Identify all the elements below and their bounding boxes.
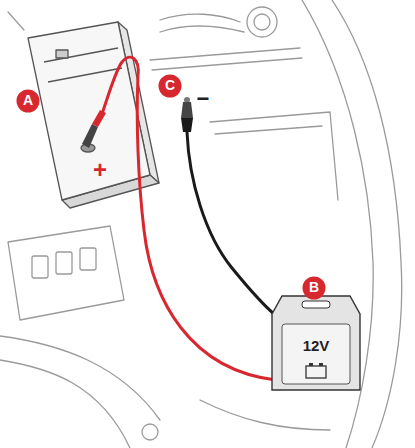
callout-text: A xyxy=(23,93,33,108)
booster-handle xyxy=(302,301,330,308)
battery-top xyxy=(28,22,150,200)
callout-disc xyxy=(17,90,40,113)
fuse-box xyxy=(8,226,124,320)
callout-letter: A xyxy=(16,89,40,113)
polarity-sign-anchor: − xyxy=(197,88,210,110)
battery-icon xyxy=(306,366,326,378)
callout-text: B xyxy=(309,280,319,295)
red-cable xyxy=(103,57,276,380)
engine-bracket xyxy=(215,126,322,134)
booster-pack: 12V xyxy=(268,286,364,392)
polarity-sign-anchor: + xyxy=(93,158,107,182)
callout-disc xyxy=(159,75,182,98)
black-clamp-jaw xyxy=(181,102,193,118)
battery-terminal xyxy=(56,50,68,58)
black-clamp-grip xyxy=(181,118,193,132)
booster-panel xyxy=(282,324,350,384)
hose xyxy=(160,26,244,32)
body-line xyxy=(0,336,160,420)
battery-icon xyxy=(309,363,313,366)
red-clamp-jaw xyxy=(82,124,98,148)
hose xyxy=(160,14,240,22)
body-line xyxy=(200,400,330,430)
strut-rail xyxy=(152,58,302,70)
polarity-sign: − xyxy=(197,88,210,110)
fuse xyxy=(56,252,72,274)
fuse xyxy=(32,256,48,278)
black-cable xyxy=(187,132,274,314)
callout-disc xyxy=(303,277,326,300)
reservoir-cap xyxy=(254,14,270,30)
engine-bay-lines xyxy=(0,0,402,448)
body-line xyxy=(8,12,24,30)
engine-bracket xyxy=(210,112,338,200)
polarity-sign: + xyxy=(93,158,107,182)
booster-body xyxy=(272,296,360,390)
battery-vent xyxy=(48,68,122,82)
callout-letter: C xyxy=(158,74,182,98)
callout-letter: B xyxy=(302,276,326,300)
booster-drawing xyxy=(272,296,360,390)
body-line xyxy=(0,360,130,448)
bolt xyxy=(142,424,158,440)
strut-rail xyxy=(150,48,300,60)
fuse xyxy=(80,248,96,270)
reservoir-cap xyxy=(247,7,277,37)
voltage-text: 12V xyxy=(303,338,330,355)
battery-icon xyxy=(319,363,323,366)
callout-text: C xyxy=(165,78,175,93)
red-clamp-grip xyxy=(92,110,106,127)
battery-vent xyxy=(44,48,118,62)
